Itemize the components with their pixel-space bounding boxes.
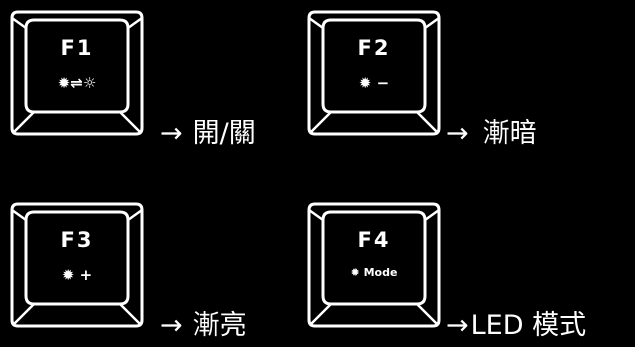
caption-f3: → 漸亮 bbox=[160, 312, 247, 339]
key-label: F1 bbox=[60, 36, 94, 60]
brightness-down-icon: ✹ − bbox=[358, 74, 390, 92]
brightness-up-icon: ✹ + bbox=[61, 266, 93, 284]
caption-text: 漸暗 bbox=[482, 118, 537, 149]
keycap-outline bbox=[10, 202, 144, 328]
backlight-toggle-icon: ✹⇌☼ bbox=[57, 74, 97, 92]
key-f1: F1 ✹⇌☼ bbox=[8, 8, 146, 138]
led-mode-icon: ✹ Mode bbox=[350, 266, 398, 279]
keycap-outline bbox=[307, 202, 441, 328]
caption-f1: → 開/關 bbox=[160, 120, 256, 147]
caption-text: LED 模式 bbox=[470, 310, 587, 341]
keycap-outline bbox=[10, 10, 144, 136]
key-f3: F3 ✹ + bbox=[8, 200, 146, 330]
arrow-icon: → bbox=[446, 310, 469, 341]
key-label: F4 bbox=[357, 228, 391, 252]
caption-text: 漸亮 bbox=[192, 310, 247, 341]
arrow-icon: → bbox=[160, 310, 183, 341]
caption-text: 開/關 bbox=[192, 118, 256, 149]
caption-f4: →LED 模式 bbox=[446, 312, 586, 339]
key-f2: F2 ✹ − bbox=[305, 8, 443, 138]
key-label: F3 bbox=[60, 228, 94, 252]
key-f4: F4 ✹ Mode bbox=[305, 200, 443, 330]
arrow-icon: → bbox=[446, 118, 469, 149]
keycap-outline bbox=[307, 10, 441, 136]
key-label: F2 bbox=[357, 36, 391, 60]
arrow-icon: → bbox=[160, 118, 183, 149]
caption-f2: → 漸暗 bbox=[446, 120, 537, 147]
